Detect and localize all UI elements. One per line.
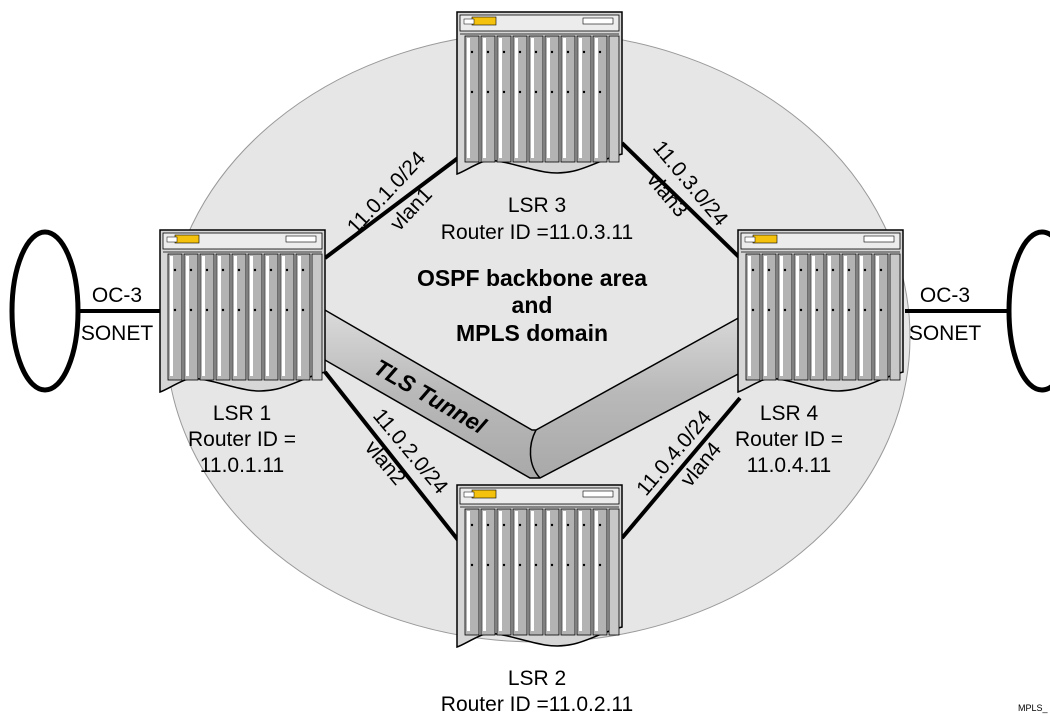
sonet-ring-right — [1006, 229, 1050, 393]
link-lsr2-lsr4 — [620, 396, 742, 540]
right-sonet-label: SONET — [909, 322, 982, 345]
router-lsr3 — [456, 11, 623, 175]
sonet-ring-left — [9, 229, 81, 393]
lsr1-router-id-line2: 11.0.1.11 — [200, 454, 284, 477]
left-oc3-label: OC-3 — [92, 284, 142, 307]
tls-tunnel-end-cap — [529, 429, 541, 479]
lsr2-router-id: Router ID =11.0.2.11 — [441, 693, 633, 716]
lsr2-name: LSR 2 — [508, 667, 566, 690]
right-oc3-label: OC-3 — [920, 284, 970, 307]
router-lsr1 — [159, 229, 326, 393]
router-lsr4 — [737, 229, 904, 393]
lsr4-router-id-line1: Router ID = — [735, 428, 843, 451]
router-lsr2 — [456, 484, 623, 648]
figure-tag: MPLS_ — [1018, 703, 1049, 713]
lsr3-name: LSR 3 — [508, 194, 566, 217]
lsr3-router-id: Router ID =11.0.3.11 — [441, 221, 633, 244]
lsr1-name: LSR 1 — [213, 402, 271, 425]
domain-label-line2: and — [512, 292, 553, 318]
domain-label-line1: OSPF backbone area — [417, 265, 647, 291]
link-lsr1-lsr3 — [323, 156, 460, 260]
lsr4-name: LSR 4 — [760, 402, 819, 425]
link-lsr1-lsr2 — [323, 370, 460, 542]
domain-label-line3: MPLS domain — [456, 320, 608, 346]
lsr4-router-id-line2: 11.0.4.11 — [747, 454, 831, 477]
lsr1-router-id-line1: Router ID = — [188, 428, 296, 451]
left-sonet-label: SONET — [81, 322, 154, 345]
link-lsr3-lsr4 — [620, 141, 742, 260]
